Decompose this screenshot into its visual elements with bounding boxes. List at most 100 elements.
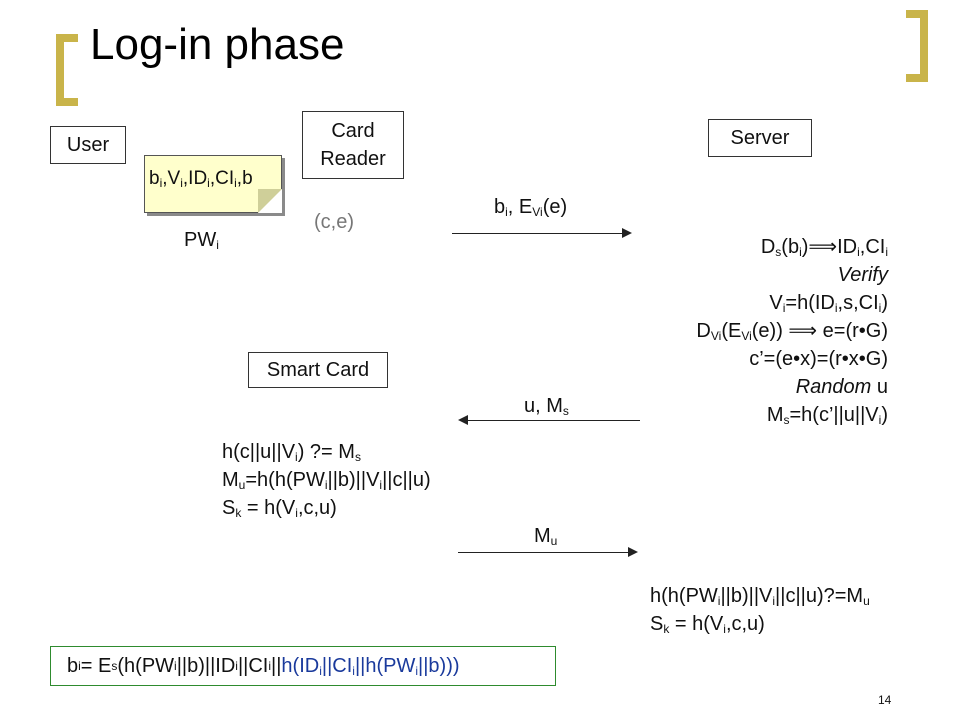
s1-sub-i3: i bbox=[885, 245, 888, 259]
s1-c: )⟹ID bbox=[801, 236, 858, 258]
server-label: Server bbox=[730, 126, 790, 149]
f1-c: ||c||u)?=M bbox=[775, 585, 864, 607]
note-comma-3: , bbox=[209, 168, 216, 189]
server-step-5: c’=(e•x)=(r•x•G) bbox=[749, 348, 888, 370]
server-box: Server bbox=[708, 119, 812, 157]
fm-j: ||h(PW bbox=[354, 654, 416, 677]
note-id: ID bbox=[188, 168, 208, 189]
server-final-1: h(h(PWi||b)||Vi||c||u)?=Mu bbox=[650, 585, 870, 608]
slide-title: Log-in phase bbox=[90, 20, 345, 69]
s4-b: (E bbox=[721, 320, 742, 342]
pw-text: PW bbox=[184, 229, 217, 251]
card-step-1: h(c||u||Vi) ?= Ms bbox=[222, 441, 361, 464]
fm-b: = E bbox=[80, 654, 112, 677]
user-box: User bbox=[50, 126, 126, 164]
msg1-end: (e) bbox=[542, 196, 568, 218]
note-sub-2: i bbox=[180, 176, 183, 190]
note-comma-1: , bbox=[162, 168, 168, 189]
f1-sub-i1: i bbox=[717, 594, 721, 608]
s4-sub-1: Vi bbox=[710, 329, 722, 343]
title-bracket-right bbox=[906, 10, 928, 82]
s1-sub: s bbox=[775, 245, 782, 259]
fm-sub-7: i bbox=[415, 663, 419, 678]
fm-d: ||b)||ID bbox=[176, 654, 236, 677]
f1-a: h(h(PW bbox=[650, 585, 718, 607]
s4-sub-2: Vi bbox=[741, 329, 752, 343]
msg1-mid: , E bbox=[507, 196, 533, 218]
note-ci: CI bbox=[215, 168, 235, 189]
fm-c: (h(PW bbox=[117, 654, 175, 677]
s7-c: ) bbox=[881, 404, 888, 426]
user-credentials-note: bi,Vi,IDi,CIi,b bbox=[144, 155, 282, 213]
c1-b: ) ?= M bbox=[297, 441, 355, 463]
card-reader-box: Card Reader bbox=[302, 111, 404, 179]
message-3-label: Mu bbox=[534, 525, 558, 548]
f2-sub-k: k bbox=[663, 622, 670, 636]
msg3-sub: u bbox=[550, 534, 558, 548]
s6-random: Random bbox=[795, 376, 872, 398]
c3-a: S bbox=[222, 497, 236, 519]
c2-c: ||b)||V bbox=[327, 469, 380, 491]
s1-sub-i1: i bbox=[799, 245, 802, 259]
card-step-3: Sk = h(Vi,c,u) bbox=[222, 497, 337, 520]
f1-sub-u: u bbox=[863, 594, 870, 608]
msg1-sub-i: i bbox=[505, 205, 508, 219]
fm-sub-5: i bbox=[319, 663, 322, 678]
c1-sub-i: i bbox=[295, 450, 298, 464]
message-2-label: u, Ms bbox=[524, 395, 569, 418]
c3-c: ,c,u) bbox=[297, 497, 337, 519]
password-label: PWi bbox=[184, 229, 219, 252]
s4-a: D bbox=[696, 320, 711, 342]
f2-sub-i: i bbox=[723, 622, 726, 636]
s6-u: u bbox=[871, 376, 888, 398]
f1-b: ||b)||V bbox=[720, 585, 773, 607]
s1-sub-i2: i bbox=[857, 245, 860, 259]
s3-a: V bbox=[769, 292, 783, 314]
server-step-4: DVi(EVi(e)) ⟹ e=(r•G) bbox=[696, 320, 888, 343]
user-label: User bbox=[66, 133, 110, 156]
arrow-to-server-2 bbox=[458, 547, 638, 557]
note-b: b bbox=[149, 168, 160, 189]
smart-card-box: Smart Card bbox=[248, 352, 388, 388]
fm-sub-6: i bbox=[352, 663, 355, 678]
msg2-main: u, M bbox=[524, 395, 563, 417]
s3-sub-1: i bbox=[782, 301, 786, 315]
f2-c: ,c,u) bbox=[725, 613, 765, 635]
card-reader-label-1: Card bbox=[331, 120, 375, 142]
s3-c: ,s,CI bbox=[837, 292, 879, 314]
fm-a: b bbox=[67, 654, 79, 677]
server-final-2: Sk = h(Vi,c,u) bbox=[650, 613, 765, 636]
s3-d: ) bbox=[881, 292, 888, 314]
arrow-to-server-1 bbox=[452, 228, 632, 238]
c1-sub-s: s bbox=[354, 450, 361, 464]
c2-sub-u: u bbox=[238, 478, 246, 492]
c2-sub-i2: i bbox=[379, 478, 383, 492]
c2-a: M bbox=[222, 469, 239, 491]
msg1-sub-vi: Vi bbox=[532, 205, 543, 219]
s4-c: (e)) ⟹ e=(r•G) bbox=[751, 320, 888, 342]
c2-b: =h(h(PW bbox=[245, 469, 325, 491]
s7-a: M bbox=[766, 404, 784, 426]
c3-sub-i: i bbox=[295, 506, 298, 520]
note-trail: ,b bbox=[236, 168, 253, 189]
s1-d: ,CI bbox=[859, 236, 886, 258]
msg2-sub: s bbox=[562, 404, 569, 418]
message-1-label: bi, EVi(e) bbox=[494, 196, 568, 219]
fm-g: h(ID bbox=[281, 654, 320, 677]
s7-sub: s bbox=[783, 413, 790, 427]
s3-b: =h(ID bbox=[785, 292, 835, 314]
pw-sub: i bbox=[216, 238, 219, 252]
note-comma-2: , bbox=[182, 168, 189, 189]
note-fold bbox=[258, 189, 282, 213]
c1-a: h(c||u||V bbox=[222, 441, 296, 463]
fm-k: ||b))) bbox=[418, 654, 460, 677]
fm-h: ||CI bbox=[321, 654, 353, 677]
s3-sub-3: i bbox=[878, 301, 882, 315]
msg3-main: M bbox=[534, 525, 551, 547]
server-verify: Verify bbox=[837, 264, 888, 286]
note-sub-4: i bbox=[234, 176, 237, 190]
note-sub-1: i bbox=[159, 176, 163, 190]
server-step-1: Ds(bi)⟹IDi,CIi bbox=[761, 236, 888, 259]
f2-a: S bbox=[650, 613, 664, 635]
c3-b: = h(V bbox=[241, 497, 296, 519]
